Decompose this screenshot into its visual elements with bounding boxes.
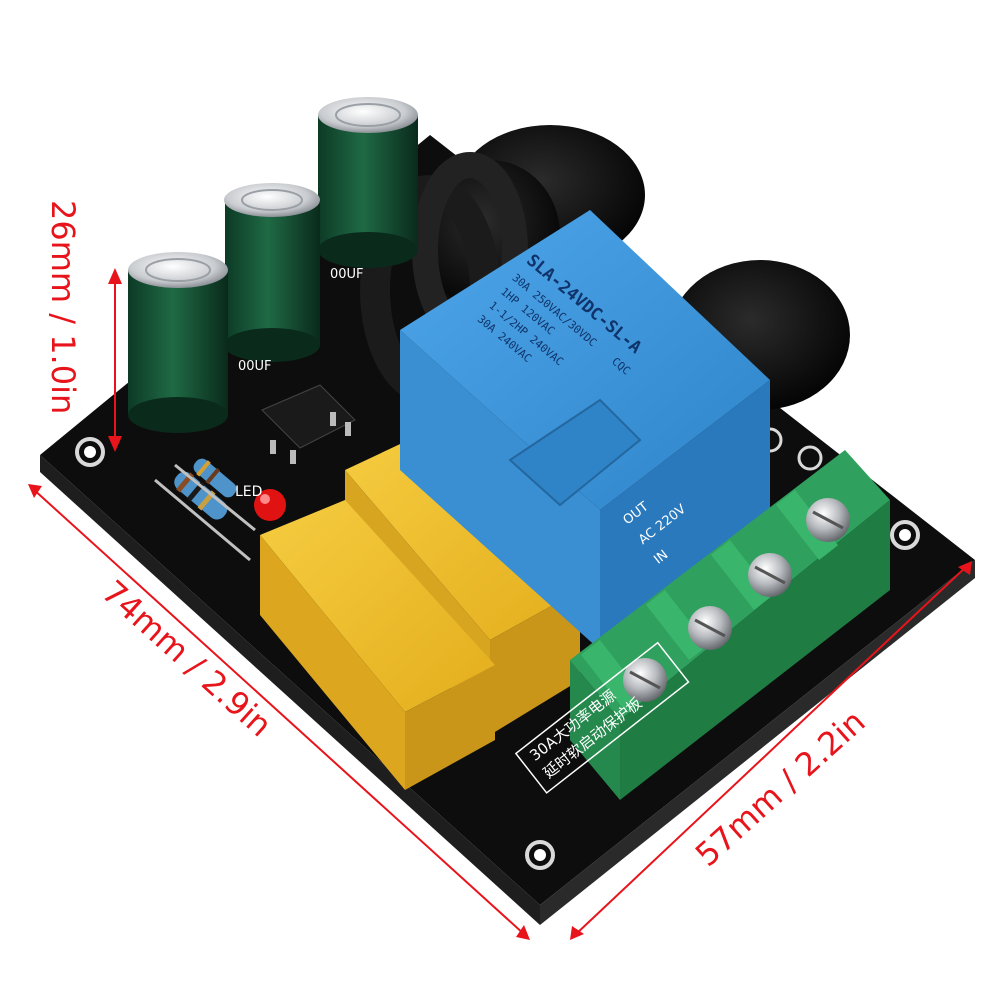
- capacitor-2: 00UF: [224, 183, 320, 374]
- power-relay: SLA-24VDC-SL-A 30A 250VAC/30VDC 1HP 120V…: [400, 210, 770, 650]
- screw-terminals: [570, 450, 890, 800]
- capacitor-1: 00UF: [318, 97, 418, 282]
- led-label: LED: [235, 484, 262, 500]
- mounting-hole-right: [890, 520, 920, 550]
- cap-label-1: 00UF: [330, 267, 364, 282]
- red-led: LED: [235, 484, 286, 521]
- resistors: [154, 458, 256, 562]
- mounting-hole-left: [75, 437, 105, 467]
- x2-capacitor-front: [260, 500, 495, 790]
- capacitor-3: [128, 252, 228, 433]
- cap-label-2: 00UF: [238, 359, 272, 374]
- rectifier-chip: [261, 384, 356, 464]
- height-label: 26mm / 1.0in: [44, 200, 82, 414]
- dimension-height: 26mm / 1.0in: [44, 200, 122, 452]
- mounting-hole-bottom: [525, 840, 555, 870]
